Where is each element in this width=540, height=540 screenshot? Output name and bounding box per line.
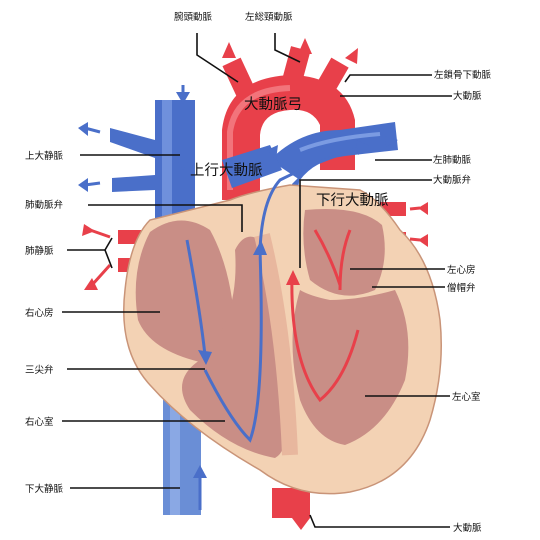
deoxygenated-arrowheads <box>78 92 398 478</box>
label-right-ventricle: 右心室 <box>25 416 54 428</box>
label-aortic-arch: 大動脈弓 <box>244 96 302 113</box>
label-brachiocephalic-artery: 腕頭動脈 <box>174 11 213 23</box>
label-superior-vena-cava: 上大静脈 <box>25 150 64 162</box>
label-mitral-valve: 僧帽弁 <box>447 282 476 294</box>
aorta-bottom-vessel <box>272 488 310 518</box>
deoxygenated-flow-arrows <box>84 85 361 510</box>
label-aortic-valve: 大動脈弁 <box>433 174 472 186</box>
leader-lines <box>62 33 452 528</box>
label-tricuspid-valve: 三尖弁 <box>25 364 54 376</box>
label-left-pulmonary-artery: 左肺動脈 <box>433 154 472 166</box>
superior-vena-cava-vessel <box>110 100 195 270</box>
label-pulmonary-veins: 肺静脈 <box>25 245 54 257</box>
oxygenated-arrowheads <box>82 38 428 530</box>
label-inferior-vena-cava: 下大静脈 <box>25 483 64 495</box>
label-left-subclavian: 左鎖骨下動脈 <box>434 69 492 81</box>
label-right-atrium: 右心房 <box>25 307 54 319</box>
label-left-ventricle: 左心室 <box>452 391 481 403</box>
label-left-common-carotid: 左総頸動脈 <box>245 11 293 23</box>
label-left-atrium: 左心房 <box>447 264 476 276</box>
oxygenated-flow-arrows <box>89 206 421 403</box>
heart-muscle <box>122 184 442 495</box>
label-pulmonary-valve: 肺動脈弁 <box>25 199 64 211</box>
label-ascending-aorta: 上行大動脈 <box>190 162 263 179</box>
label-aorta-bottom: 大動脈 <box>453 522 482 534</box>
label-descending-aorta: 下行大動脈 <box>316 192 389 209</box>
label-aorta-top: 大動脈 <box>453 90 482 102</box>
labels: 腕頭動脈 左総頸動脈 左鎖骨下動脈 大動脈 大動脈弓 上大静脈 上行大動脈 左肺… <box>25 11 492 534</box>
